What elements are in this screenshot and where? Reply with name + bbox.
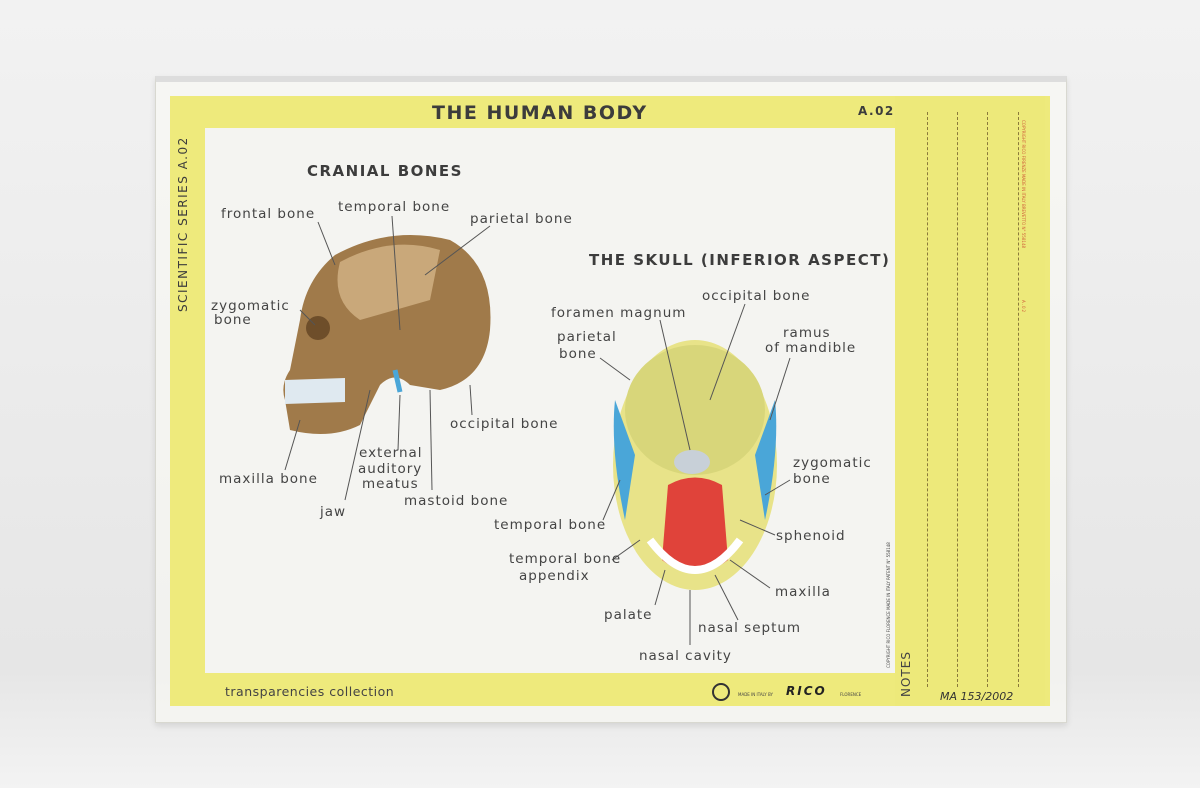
lateral-skull: [283, 235, 491, 434]
collection-label: transparencies collection: [225, 684, 395, 699]
label-meatus: meatus: [362, 476, 419, 492]
label-appendix: appendix: [519, 568, 590, 584]
label-nasal-septum: nasal septum: [698, 620, 802, 636]
note-line: [927, 112, 928, 687]
label-foramen-magnum: foramen magnum: [551, 305, 687, 321]
label-temporal-bone: temporal bone: [338, 199, 451, 215]
cranial-bones-title: CRANIAL BONES: [307, 162, 463, 180]
leader-lines: [284, 215, 791, 645]
label-zygomatic: zygomatic: [211, 298, 290, 314]
label-palate: palate: [604, 607, 653, 623]
note-line: [957, 112, 958, 687]
label-occipital-bone-2: occipital bone: [702, 288, 811, 304]
label-zygomatic-2: zygomatic: [793, 455, 872, 471]
copyright-text: COPYRIGHT RICO FLORENCE MADE IN ITALY PA…: [886, 542, 891, 668]
label-temporal-bone-2: temporal bone: [494, 517, 607, 533]
label-external: external: [359, 445, 423, 461]
made-in-italy-label: MADE IN ITALY BY: [738, 692, 773, 697]
city-label: FLORENCE: [840, 692, 862, 697]
handwritten-inventory: MA 153/2002: [940, 690, 1014, 703]
copyright-text-2: COPYRIGHT RICO FIRENZE MADE IN ITALY BRE…: [1021, 120, 1026, 249]
label-ramus: ramus: [783, 325, 831, 341]
page-title: THE HUMAN BODY: [432, 102, 648, 124]
label-parietal-bone: parietal bone: [470, 211, 573, 227]
note-line: [987, 112, 988, 687]
label-sphenoid: sphenoid: [776, 528, 846, 544]
label-mastoid-bone: mastoid bone: [404, 493, 509, 509]
label-parietal: parietal: [557, 329, 617, 345]
label-occipital-bone: occipital bone: [450, 416, 559, 432]
label-auditory: auditory: [358, 461, 423, 477]
label-nasal-cavity: nasal cavity: [639, 648, 732, 664]
label-of-mandible: of mandible: [765, 340, 857, 356]
label-maxilla: maxilla: [775, 584, 831, 600]
label-maxilla-bone: maxilla bone: [219, 471, 318, 487]
rico-logo-icon: [712, 683, 730, 701]
code-small: A.02: [1021, 300, 1026, 314]
label-parietal-bone-2: bone: [559, 346, 597, 362]
notes-panel: [895, 96, 1045, 706]
note-line: [1018, 112, 1019, 687]
label-zygomatic-bone: bone: [214, 312, 252, 328]
inferior-skull: [613, 340, 777, 590]
label-frontal-bone: frontal bone: [221, 206, 316, 222]
skull-inferior-title: THE SKULL (INFERIOR ASPECT): [589, 251, 891, 269]
label-zygomatic-bone-2: bone: [793, 471, 831, 487]
label-jaw: jaw: [320, 504, 347, 520]
sheet-code: A.02: [858, 104, 895, 118]
brand-name: RICO: [786, 684, 827, 698]
label-temporal-bone-appendix: temporal bone: [509, 551, 622, 567]
notes-label: NOTES: [899, 651, 913, 697]
